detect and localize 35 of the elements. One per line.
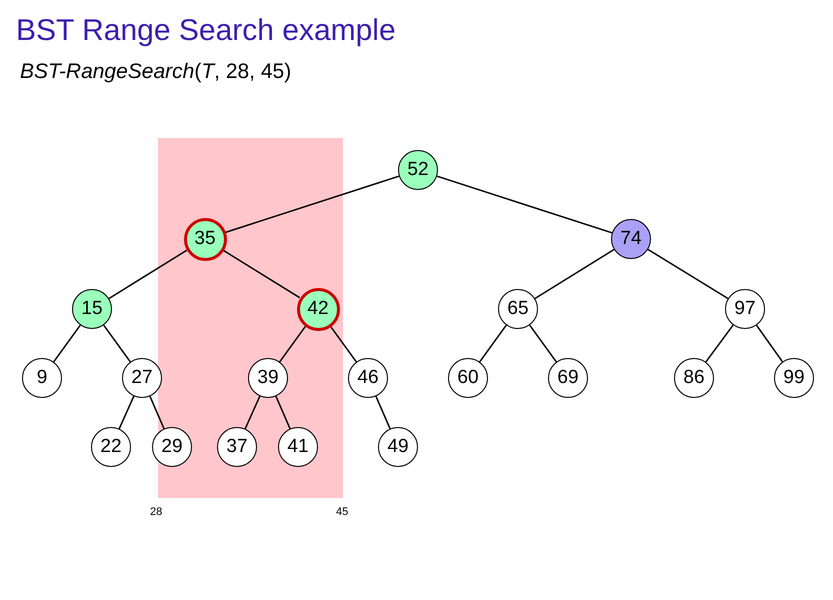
tree-node: 52 <box>398 150 438 190</box>
tree-edge <box>648 248 728 300</box>
tree-edge <box>436 175 612 234</box>
tree-edge <box>756 324 784 362</box>
tree-node: 69 <box>548 358 588 398</box>
range-bound: 45 <box>336 505 348 519</box>
tree-node: 97 <box>725 289 765 329</box>
function-call: BST-RangeSearch(T, 28, 45) <box>20 59 292 85</box>
tree-edge <box>149 396 165 429</box>
tree-edge <box>244 396 260 430</box>
tree-node: 15 <box>72 289 112 329</box>
tree-edge <box>225 175 400 234</box>
tree-node: 27 <box>122 358 162 398</box>
tree-node: 22 <box>91 427 131 467</box>
tree-edge <box>118 396 134 430</box>
tree-edge <box>279 326 306 362</box>
tree-edge <box>330 326 357 362</box>
tree-node: 74 <box>611 219 651 259</box>
tree-node: 9 <box>22 358 62 398</box>
range-bound: 28 <box>150 505 162 519</box>
tree-edge <box>375 396 391 429</box>
tree-node: 46 <box>348 358 388 398</box>
tree-edge <box>53 324 81 362</box>
tree-edge <box>103 324 131 362</box>
tree-edge <box>275 396 291 429</box>
tree-node: 99 <box>774 358 814 398</box>
tree-edge <box>534 248 614 300</box>
tree-node: 65 <box>498 289 538 329</box>
tree-edge <box>705 324 734 362</box>
tree-node: 49 <box>378 427 418 467</box>
slide-title: BST Range Search example <box>16 13 396 49</box>
tree-node: 86 <box>674 358 714 398</box>
tree-edge <box>529 324 557 362</box>
tree-edge <box>479 324 507 362</box>
tree-node: 60 <box>448 358 488 398</box>
